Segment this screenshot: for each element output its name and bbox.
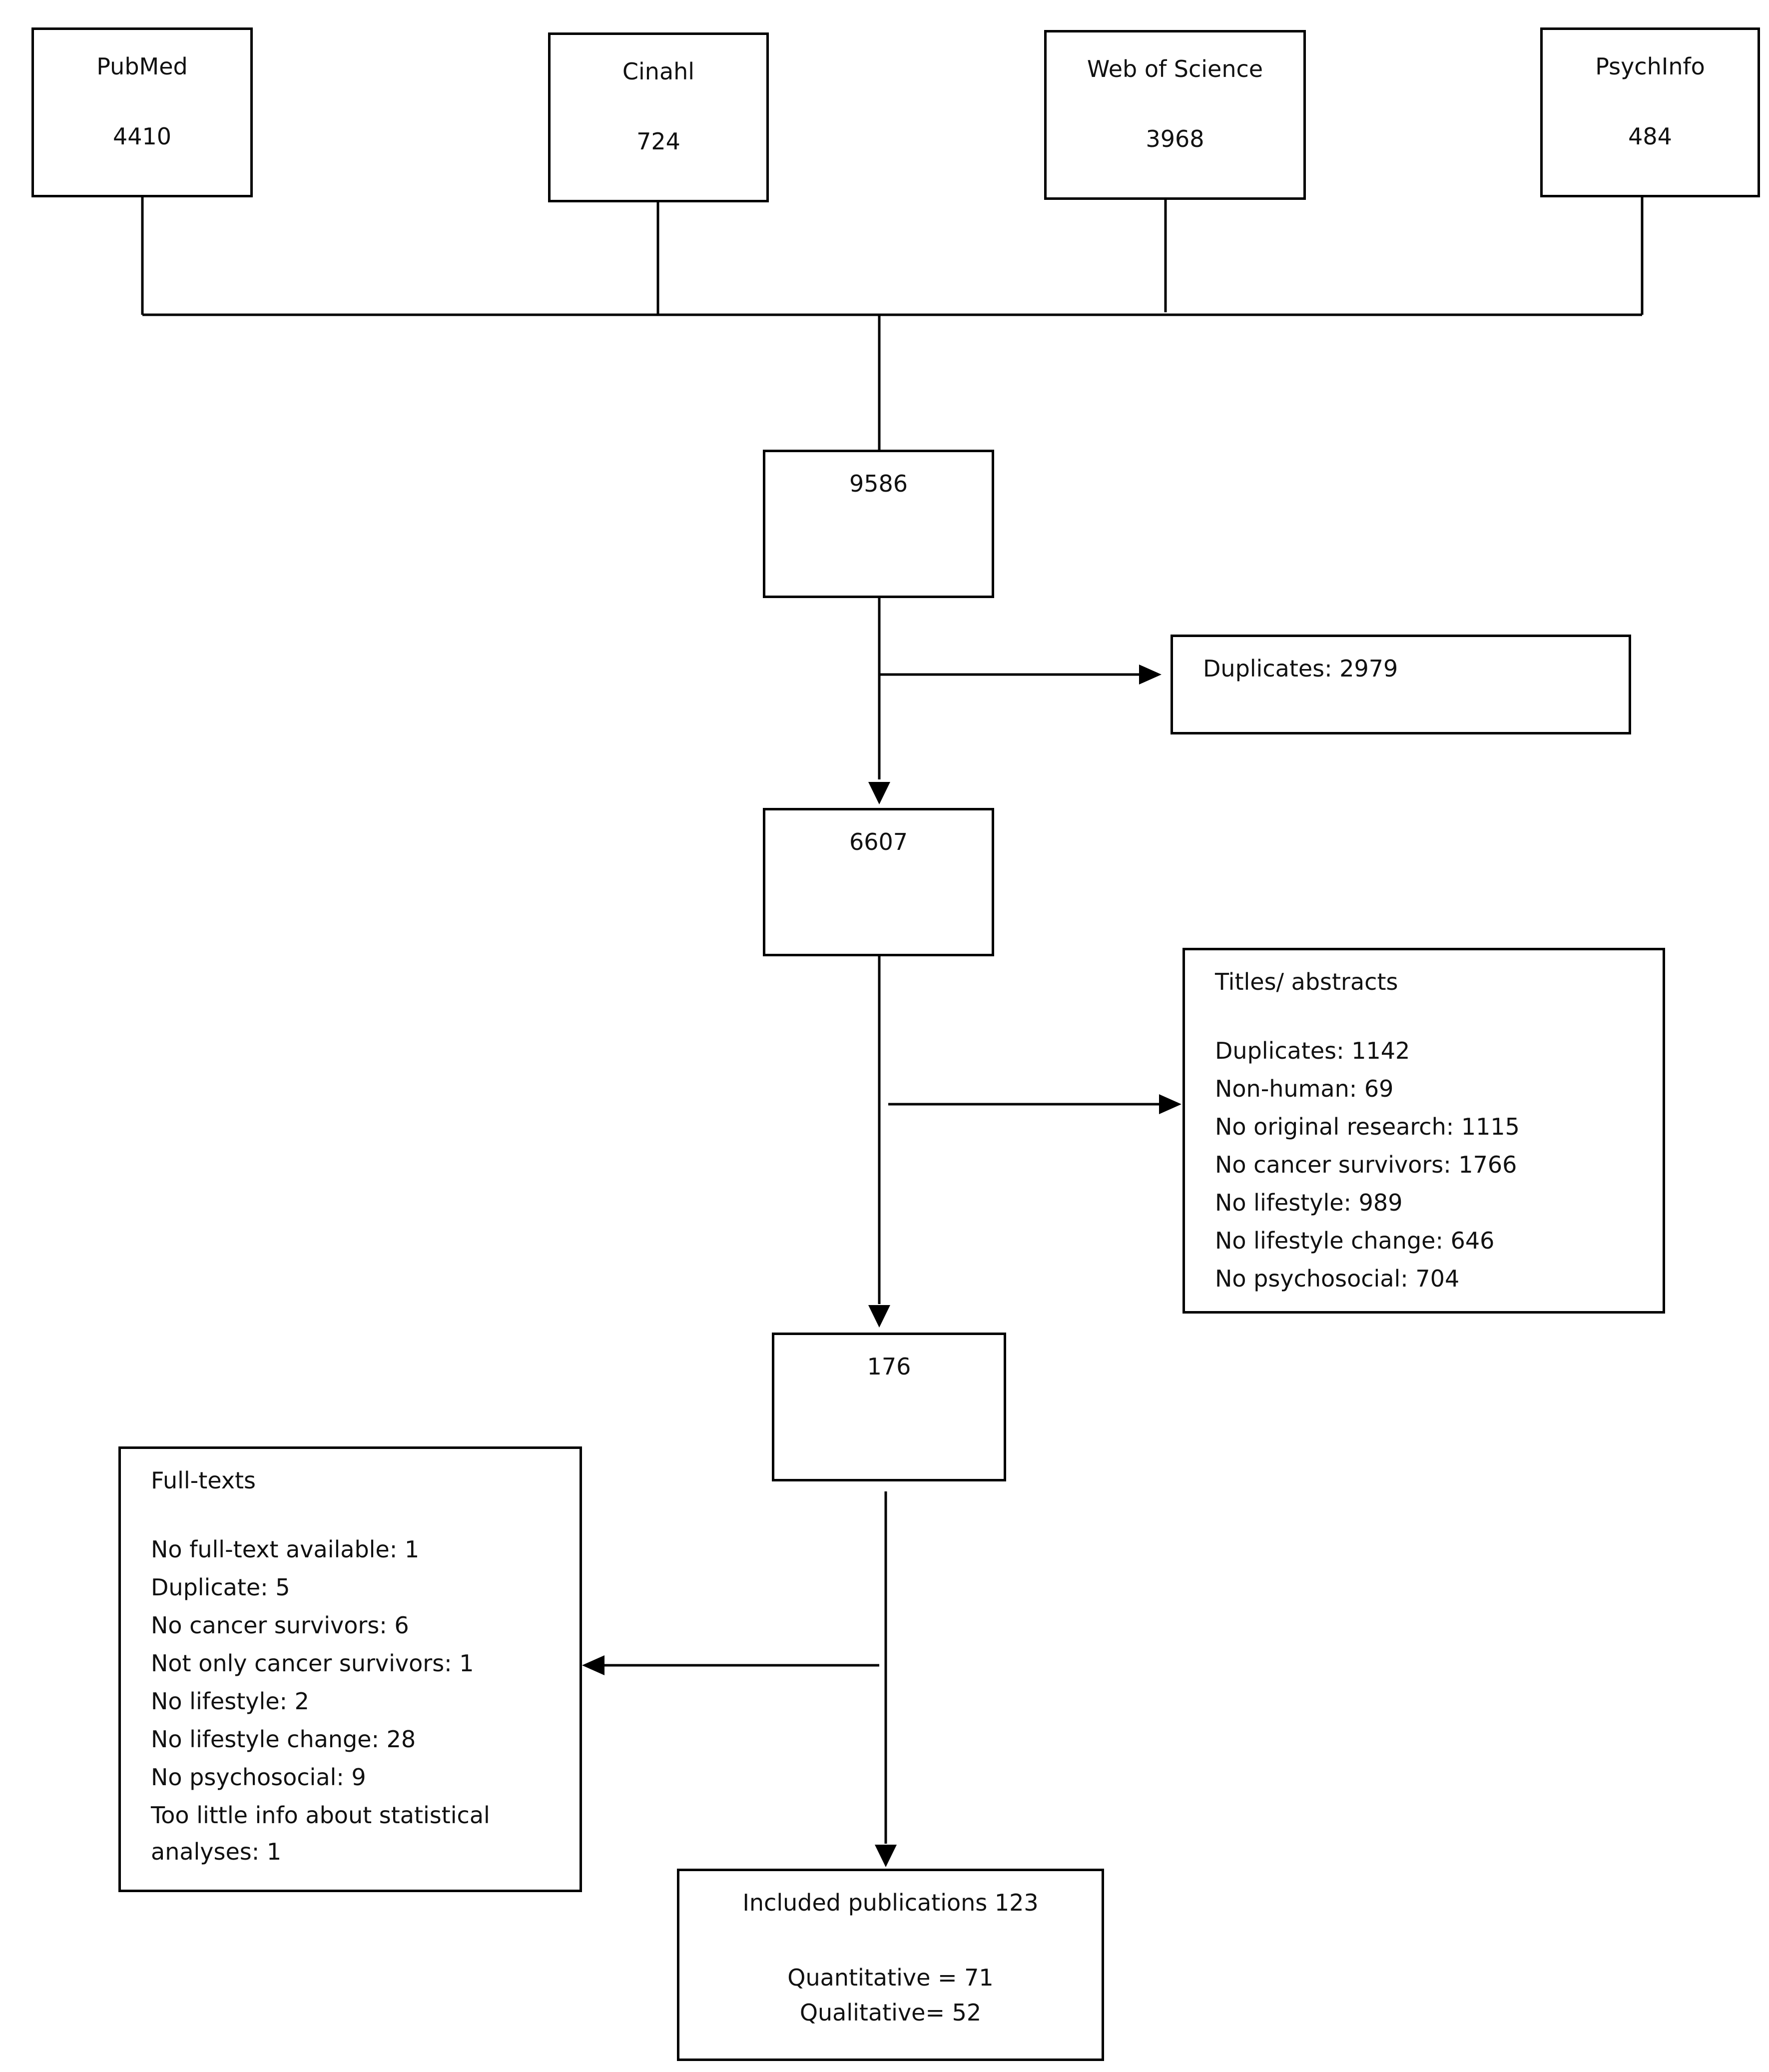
list-item: No psychosocial: 9 <box>151 1764 366 1791</box>
source-name: PubMed <box>96 53 188 80</box>
fulltext-exclusion-box: Full-texts No full-text available: 1 Dup… <box>118 1446 582 1892</box>
exclusion-heading: Full-texts <box>151 1467 256 1494</box>
source-name: Cinahl <box>622 58 695 85</box>
source-box-psychinfo: PsychInfo 484 <box>1540 27 1760 197</box>
source-count: 724 <box>636 128 680 155</box>
included-title: Included publications 123 <box>742 1889 1039 1916</box>
arrowhead-to-6607 <box>868 782 890 804</box>
exclusion-heading: Titles/ abstracts <box>1215 968 1398 995</box>
list-item: No psychosocial: 704 <box>1215 1265 1460 1292</box>
exclusion-list: No full-text available: 1 Duplicate: 5 N… <box>151 1530 490 1869</box>
source-count: 3968 <box>1146 125 1204 152</box>
stage-box-6607: 6607 <box>763 808 994 956</box>
stage-count: 9586 <box>849 470 908 497</box>
included-quantitative: Quantitative = 71 <box>787 1964 994 1991</box>
included-publications-box: Included publications 123 Quantitative =… <box>677 1869 1104 2061</box>
arrowhead-to-included <box>875 1845 897 1867</box>
list-item: analyses: 1 <box>151 1838 282 1865</box>
source-name: PsychInfo <box>1595 53 1705 80</box>
arrowhead-to-fulltexts <box>582 1655 604 1675</box>
list-item: Not only cancer survivors: 1 <box>151 1650 474 1677</box>
arrowhead-to-titles <box>1159 1094 1181 1114</box>
included-qualitative: Qualitative= 52 <box>799 1999 982 2026</box>
list-item: Duplicate: 5 <box>151 1574 290 1601</box>
list-item: Duplicates: 1142 <box>1215 1037 1410 1064</box>
list-item: No original research: 1115 <box>1215 1113 1520 1140</box>
source-box-pubmed: PubMed 4410 <box>31 27 253 197</box>
stage-count: 176 <box>867 1353 911 1380</box>
source-name: Web of Science <box>1087 55 1263 82</box>
duplicates-box: Duplicates: 2979 <box>1171 635 1631 734</box>
list-item: Non-human: 69 <box>1215 1075 1394 1102</box>
list-item: No full-text available: 1 <box>151 1536 420 1563</box>
list-item: No lifestyle: 2 <box>151 1688 309 1715</box>
list-item: Too little info about statistical <box>151 1802 490 1829</box>
source-box-web-of-science: Web of Science 3968 <box>1044 30 1306 200</box>
exclusion-list: Duplicates: 1142 Non-human: 69 No origin… <box>1215 1032 1520 1298</box>
list-item: No cancer survivors: 6 <box>151 1612 409 1639</box>
list-item: No lifestyle change: 28 <box>151 1726 416 1753</box>
duplicates-label: Duplicates: 2979 <box>1203 655 1398 682</box>
stage-box-176: 176 <box>772 1333 1006 1481</box>
arrowhead-to-duplicates <box>1139 665 1162 685</box>
source-count: 484 <box>1628 123 1672 150</box>
title-abstract-exclusion-box: Titles/ abstracts Duplicates: 1142 Non-h… <box>1182 948 1665 1314</box>
arrowhead-to-176 <box>868 1305 890 1328</box>
list-item: No lifestyle: 989 <box>1215 1189 1403 1216</box>
source-box-cinahl: Cinahl 724 <box>548 32 769 202</box>
stage-box-9586: 9586 <box>763 450 994 598</box>
list-item: No cancer survivors: 1766 <box>1215 1151 1517 1178</box>
list-item: No lifestyle change: 646 <box>1215 1227 1495 1254</box>
source-count: 4410 <box>112 123 172 150</box>
stage-count: 6607 <box>849 828 908 855</box>
